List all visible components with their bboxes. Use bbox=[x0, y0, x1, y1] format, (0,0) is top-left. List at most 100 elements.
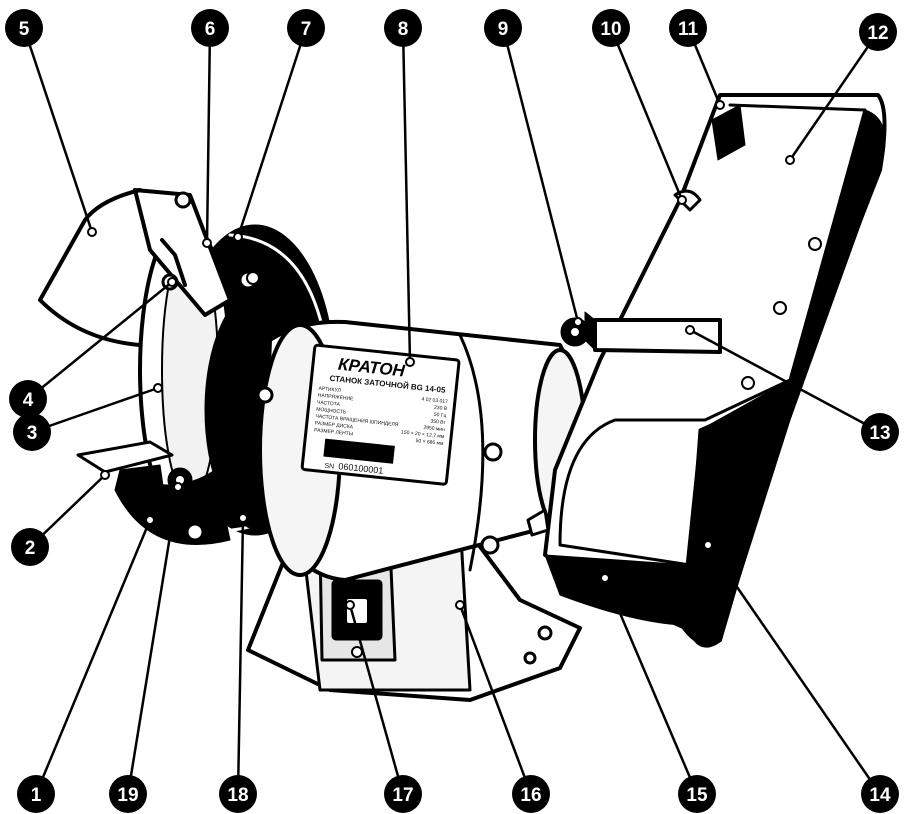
belt-bolt bbox=[773, 301, 787, 315]
callout-badge-17 bbox=[384, 775, 422, 813]
barcode bbox=[323, 438, 395, 464]
spec-key: АРТИКУЛ bbox=[318, 386, 341, 394]
label-plate: КРАТОН СТАНОК ЗАТОЧНОЙ BG 14-05 АРТИКУЛ4… bbox=[300, 343, 461, 486]
callout-leader-12 bbox=[788, 31, 880, 161]
serial-label: SN bbox=[324, 463, 334, 471]
callout-leader-6 bbox=[205, 27, 212, 244]
callout-badge-18 bbox=[219, 775, 257, 813]
spec-value: 50 Гц bbox=[434, 412, 447, 419]
spec-value: 350 Вт bbox=[430, 419, 446, 427]
callout-badge-11 bbox=[669, 9, 707, 47]
callout-anchor-17 bbox=[345, 600, 355, 610]
callout-leader-lines bbox=[22, 27, 882, 795]
belt-sander-belt bbox=[558, 103, 867, 567]
callout-badge-10 bbox=[592, 9, 630, 47]
callout-badge-5 bbox=[5, 9, 43, 47]
callout-number-10: 10 bbox=[600, 19, 621, 40]
callout-leader-7 bbox=[236, 27, 308, 238]
callout-anchor-3 bbox=[153, 383, 163, 393]
spec-value: 230 В bbox=[434, 405, 448, 412]
spec-key: МОЩНОСТЬ bbox=[316, 407, 347, 416]
belt-bolt bbox=[741, 376, 755, 390]
callout-anchor-16 bbox=[455, 600, 465, 610]
callout-badge-3 bbox=[13, 413, 51, 451]
spec-key: РАЗМЕР ДИСКА bbox=[314, 420, 353, 430]
spec-table: АРТИКУЛ 4 02 03 017 НАПРЯЖЕНИЕ 230 В ЧАСТОТА… bbox=[314, 386, 449, 447]
callout-badge-6 bbox=[191, 9, 229, 47]
callout-anchor-7 bbox=[233, 232, 243, 242]
tool-rest-bracket bbox=[119, 464, 166, 506]
callout-number-18: 18 bbox=[227, 785, 248, 806]
belt-tension-knob bbox=[711, 104, 746, 161]
callout-leader-13 bbox=[689, 328, 881, 434]
callout-number-8: 8 bbox=[398, 19, 409, 40]
callout-badge-8 bbox=[384, 9, 422, 47]
belt-mount-slot bbox=[526, 508, 550, 537]
callout-number-19: 19 bbox=[117, 785, 138, 806]
callout-anchor-11 bbox=[715, 100, 725, 110]
flange-bolt bbox=[246, 271, 260, 285]
base-mount-hole bbox=[537, 625, 553, 641]
motor-screw bbox=[480, 535, 500, 555]
callout-leader-9 bbox=[501, 27, 580, 323]
callout-number-2: 2 bbox=[25, 538, 36, 559]
motor-screw bbox=[483, 442, 503, 462]
callout-badge-7 bbox=[287, 9, 325, 47]
callout-number-4: 4 bbox=[23, 390, 34, 411]
callout-number-12: 12 bbox=[867, 23, 888, 44]
callout-anchor-19 bbox=[173, 482, 183, 492]
callout-anchor-8 bbox=[405, 357, 415, 367]
guard-bolt bbox=[185, 522, 205, 542]
callout-badge-1 bbox=[17, 775, 55, 813]
tool-rest-left bbox=[76, 440, 174, 474]
base-mount-hole bbox=[523, 651, 537, 665]
callout-leader-18 bbox=[236, 517, 245, 795]
callout-leader-14 bbox=[706, 544, 882, 795]
callout-number-9: 9 bbox=[498, 19, 509, 40]
callout-leader-16 bbox=[458, 604, 533, 795]
callout-leader-4 bbox=[27, 281, 173, 400]
callout-leader-8 bbox=[401, 27, 412, 363]
callout-anchor-12 bbox=[785, 155, 795, 165]
callout-leader-5 bbox=[22, 27, 94, 233]
callout-badge-13 bbox=[861, 413, 899, 451]
rest-locking-knob-cap bbox=[569, 326, 581, 338]
callout-anchor-9 bbox=[573, 317, 583, 327]
motor-rib bbox=[458, 333, 485, 572]
callout-leader-17 bbox=[348, 604, 405, 795]
spec-key: ЧАСТОТА bbox=[317, 400, 341, 408]
switch-screw bbox=[351, 646, 363, 658]
callout-anchor-1 bbox=[145, 515, 155, 525]
callout-number-6: 6 bbox=[205, 19, 216, 40]
callout-badge-4 bbox=[9, 380, 47, 418]
callout-number-5: 5 bbox=[19, 19, 30, 40]
spec-key: НАПРЯЖЕНИЕ bbox=[317, 393, 354, 403]
belt-bolt bbox=[808, 237, 822, 251]
spec-value: 150 × 20 × 12,7 мм bbox=[401, 429, 445, 440]
spec-key: РАЗМЕР ЛЕНТЫ bbox=[314, 427, 354, 437]
callout-anchor-2 bbox=[100, 470, 110, 480]
belt-guard-lower bbox=[544, 554, 691, 626]
callout-anchor-10 bbox=[677, 195, 687, 205]
belt-guard-side bbox=[679, 109, 886, 646]
callout-number-7: 7 bbox=[301, 19, 312, 40]
callout-badge-15 bbox=[678, 775, 716, 813]
callout-badge-2 bbox=[11, 528, 49, 566]
callout-anchor-5 bbox=[87, 227, 97, 237]
callout-number-3: 3 bbox=[27, 423, 38, 444]
callout-number-11: 11 bbox=[678, 19, 699, 40]
callout-leader-3 bbox=[31, 386, 159, 434]
callout-number-15: 15 bbox=[686, 785, 708, 806]
callout-leader-10 bbox=[609, 27, 684, 201]
serial-number: 060100001 bbox=[338, 461, 384, 476]
callout-number-16: 16 bbox=[520, 785, 541, 806]
callout-number-17: 17 bbox=[392, 785, 413, 806]
spec-value: 4 02 03 017 bbox=[421, 396, 448, 405]
callout-anchor-13 bbox=[685, 325, 695, 335]
spec-value: 2950 мин bbox=[423, 425, 445, 433]
callout-badge-19 bbox=[109, 775, 147, 813]
callout-leader-15 bbox=[603, 577, 699, 795]
callout-anchor-15 bbox=[600, 573, 610, 583]
